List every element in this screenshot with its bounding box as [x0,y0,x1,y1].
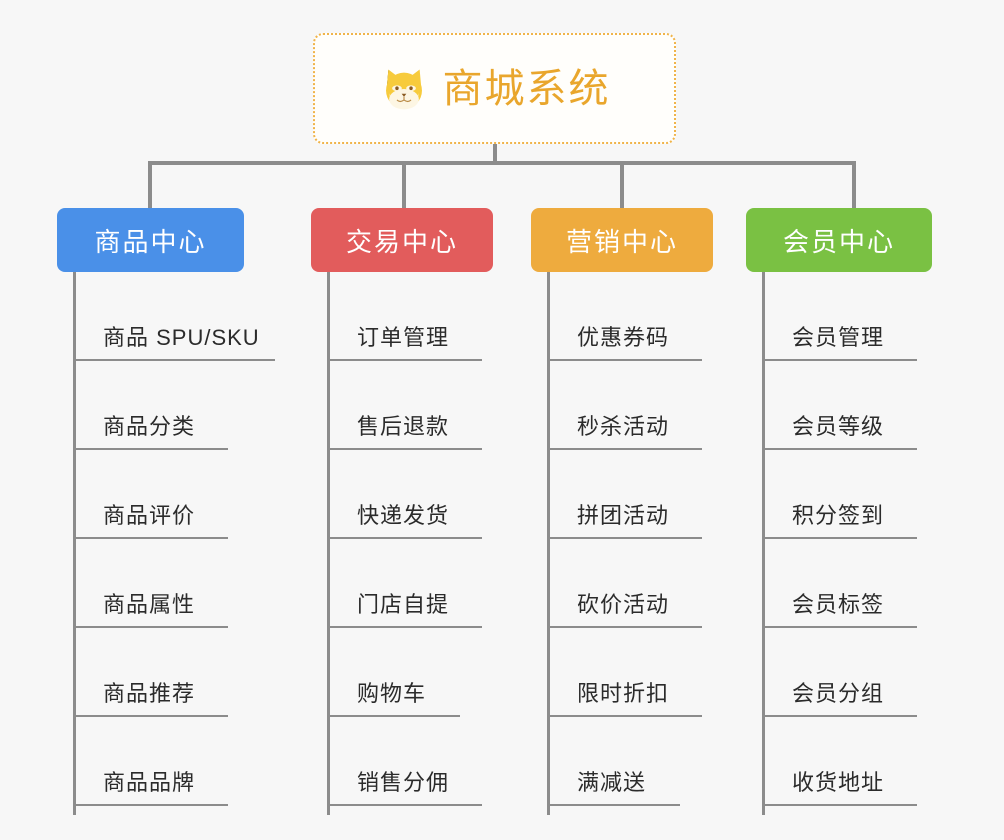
leaf-underline [73,448,228,450]
leaf-underline [762,804,917,806]
connector-drop-marketing-center [620,161,624,208]
category-card-label: 营销中心 [565,226,678,257]
leaf-label: 商品品牌 [103,770,196,795]
leaf-underline [327,626,482,628]
leaf-underline [73,804,228,806]
leaf-underline [73,359,275,361]
leaf-label: 会员管理 [792,325,885,350]
leaf-label: 砍价活动 [577,592,670,617]
leaf-underline [73,626,228,628]
leaf-label: 快递发货 [357,503,450,528]
leaf-underline [762,715,917,717]
leaf-underline [762,359,917,361]
leaf-label: 商品评价 [103,503,196,528]
leaf-underline [327,448,482,450]
leaf-label: 满减送 [577,770,647,795]
column-trunk-line [762,272,765,815]
connector-root-stem [493,144,497,165]
leaf-label: 拼团活动 [577,503,670,528]
leaf-underline [73,537,228,539]
leaf-underline [327,715,460,717]
leaf-label: 商品属性 [103,592,196,617]
leaf-underline [547,537,702,539]
category-card-label: 交易中心 [345,226,458,257]
leaf-label: 购物车 [357,681,427,706]
leaf-underline [547,804,680,806]
leaf-underline [762,448,917,450]
leaf-label: 会员分组 [792,681,885,706]
root-title: 商城系统 [442,66,611,111]
category-card-label: 商品中心 [94,226,207,257]
connector-drop-product-center [148,161,152,208]
leaf-label: 门店自提 [357,592,450,617]
leaf-label: 订单管理 [357,325,450,350]
leaf-label: 限时折扣 [577,681,670,706]
leaf-label: 会员等级 [792,414,885,439]
category-card-label: 会员中心 [782,226,895,257]
category-card-product-center[interactable]: 商品中心 [57,208,244,272]
connector-horizontal-bus [148,161,856,165]
leaf-underline [547,626,702,628]
leaf-label: 收货地址 [792,770,885,795]
leaf-label: 商品分类 [103,414,196,439]
category-card-trade-center[interactable]: 交易中心 [311,208,493,272]
column-trunk-line [547,272,550,815]
column-trunk-line [327,272,330,815]
dog-face-icon [385,68,422,109]
column-trunk-line [73,272,76,815]
leaf-label: 售后退款 [357,414,450,439]
leaf-label: 商品推荐 [103,681,196,706]
leaf-underline [327,359,482,361]
leaf-label: 秒杀活动 [577,414,670,439]
category-card-marketing-center[interactable]: 营销中心 [531,208,713,272]
leaf-underline [762,626,917,628]
leaf-label: 会员标签 [792,592,885,617]
leaf-underline [547,359,702,361]
connector-drop-member-center [852,161,856,208]
root-node[interactable]: 商城系统 [313,33,676,144]
connector-drop-trade-center [402,161,406,208]
leaf-underline [73,715,228,717]
leaf-label: 积分签到 [792,503,885,528]
leaf-underline [547,715,702,717]
leaf-underline [327,804,482,806]
category-card-member-center[interactable]: 会员中心 [746,208,932,272]
leaf-underline [327,537,482,539]
leaf-label: 商品 SPU/SKU [103,325,260,350]
leaf-underline [547,448,702,450]
leaf-label: 销售分佣 [357,770,450,795]
leaf-underline [762,537,917,539]
leaf-label: 优惠券码 [577,325,670,350]
